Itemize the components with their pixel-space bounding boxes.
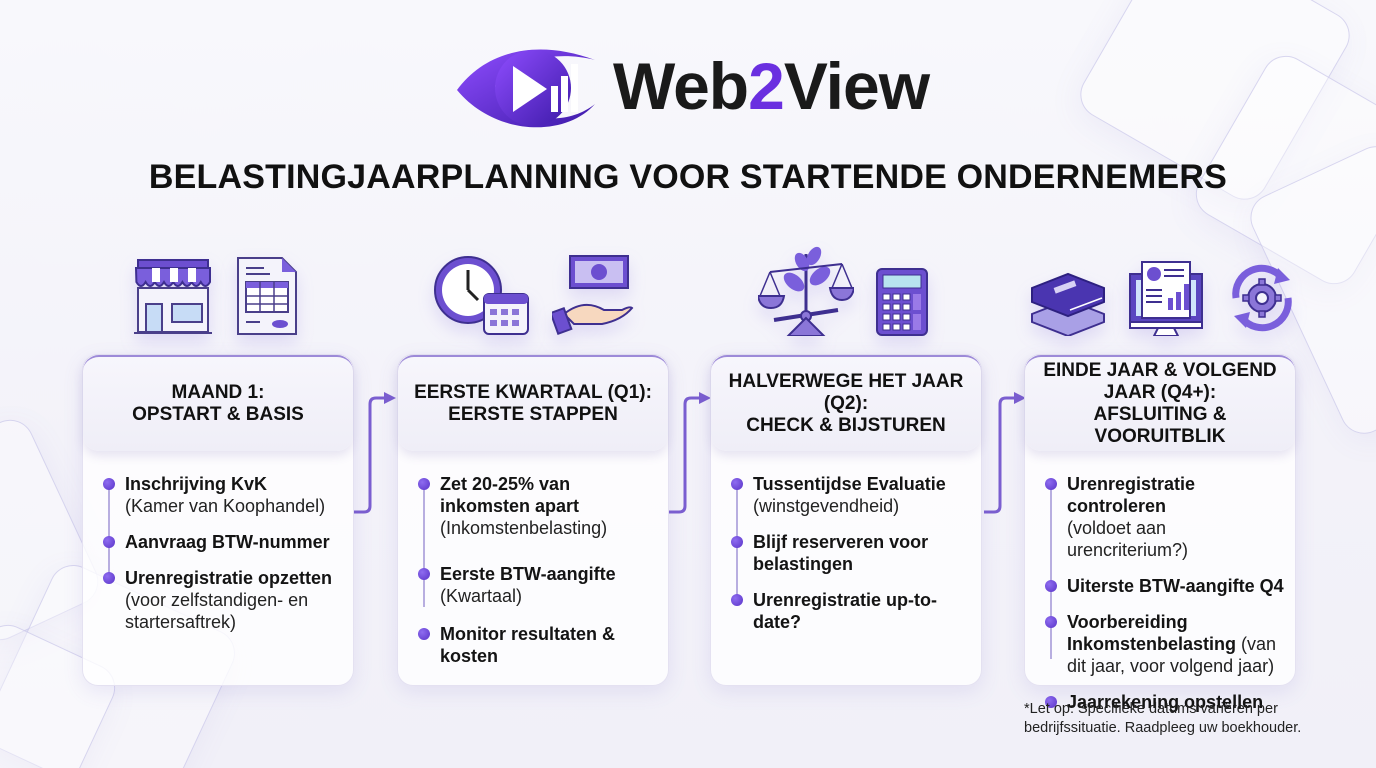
phase-card-3: HALVERWEGE HET JAAR (Q2): CHECK & BIJSTU… (710, 354, 982, 686)
list-item: Urenregistratie up-to-date? (731, 589, 971, 633)
phase-checklist: Zet 20-25% van inkomsten apart (Inkomste… (418, 473, 658, 681)
bullet-dot-icon (731, 478, 743, 490)
bullet-dot-icon (731, 536, 743, 548)
disclaimer-footnote: *Let op: Specifieke datums variëren per … (1024, 701, 1302, 736)
timeline-line (1050, 483, 1052, 659)
gear-refresh-icon (1232, 264, 1292, 332)
phase-3-icons (758, 240, 928, 336)
phase-4-icons (1030, 240, 1298, 336)
phase-card-2: EERSTE KWARTAAL (Q1): EERSTE STAPPEN Zet… (397, 354, 669, 686)
phase-card-header: EINDE JAAR & VOLGEND JAAR (Q4+): AFSLUIT… (1025, 355, 1295, 451)
clock-calendar-icon (434, 256, 529, 335)
list-item: Urenregistratie controleren(voldoet aan … (1045, 473, 1285, 561)
monitor-report-icon (1129, 261, 1203, 336)
bullet-dot-icon (1045, 616, 1057, 628)
bullet-dot-icon (418, 478, 430, 490)
phase-title: EINDE JAAR & VOLGEND JAAR (Q4+): AFSLUIT… (1043, 360, 1277, 447)
phase-1-icons (132, 240, 298, 336)
page-title: BELASTINGJAARPLANNING VOOR STARTENDE OND… (148, 158, 1228, 196)
phase-2-icons (432, 240, 634, 336)
flow-arrow-1-2 (354, 392, 396, 514)
list-item: Zet 20-25% van inkomsten apart (Inkomste… (418, 473, 658, 539)
eye-play-chart-icon (457, 49, 595, 128)
phase-title: EERSTE KWARTAAL (Q1): EERSTE STAPPEN (414, 382, 652, 425)
list-item: Aanvraag BTW-nummer (103, 531, 343, 553)
phase-title: HALVERWEGE HET JAAR (Q2): CHECK & BIJSTU… (728, 371, 964, 436)
calculator-icon (876, 268, 928, 336)
list-item: Voorbereiding Inkomstenbelasting (van di… (1045, 611, 1285, 677)
document-table-icon (237, 257, 297, 335)
list-item: Blijf reserveren voor belastingen (731, 531, 971, 575)
flow-arrow-3-4 (984, 392, 1026, 514)
phase-card-header: MAAND 1: OPSTART & BASIS (83, 355, 353, 451)
bullet-dot-icon (731, 594, 743, 606)
bullet-dot-icon (1045, 478, 1057, 490)
bullet-dot-icon (418, 568, 430, 580)
bullet-dot-icon (1045, 696, 1057, 708)
list-item: Eerste BTW-aangifte(Kwartaal) (418, 563, 658, 607)
list-item: Monitor resultaten & kosten (418, 623, 658, 667)
brand-logo: Web2View (455, 38, 930, 134)
timeline-line (108, 483, 110, 575)
balance-scale-plant-icon (758, 246, 854, 336)
phase-card-header: HALVERWEGE HET JAAR (Q2): CHECK & BIJSTU… (711, 355, 981, 451)
phase-checklist: Tussentijdse Evaluatie(winstgevendheid) … (731, 473, 971, 647)
money-hand-icon (552, 255, 634, 336)
bullet-dot-icon (103, 572, 115, 584)
phase-title: MAAND 1: OPSTART & BASIS (132, 382, 304, 425)
phase-card-1: MAAND 1: OPSTART & BASIS Inschrijving Kv… (82, 354, 354, 686)
phase-checklist: Urenregistratie controleren(voldoet aan … (1045, 473, 1285, 727)
list-item: Inschrijving KvK(Kamer van Koophandel) (103, 473, 343, 517)
list-item: Uiterste BTW-aangifte Q4 (1045, 575, 1285, 597)
bullet-dot-icon (103, 536, 115, 548)
books-icon (1031, 272, 1105, 336)
storefront-icon (134, 259, 212, 334)
flow-arrow-2-3 (669, 392, 711, 514)
bullet-dot-icon (418, 628, 430, 640)
phase-card-header: EERSTE KWARTAAL (Q1): EERSTE STAPPEN (398, 355, 668, 451)
list-item: Jaarrekening opstellen (1045, 691, 1285, 713)
phase-checklist: Inschrijving KvK(Kamer van Koophandel) A… (103, 473, 343, 647)
bullet-dot-icon (103, 478, 115, 490)
phase-card-4: EINDE JAAR & VOLGEND JAAR (Q4+): AFSLUIT… (1024, 354, 1296, 712)
bullet-dot-icon (1045, 580, 1057, 592)
brand-name: Web2View (613, 49, 930, 123)
list-item: Tussentijdse Evaluatie(winstgevendheid) (731, 473, 971, 517)
list-item: Urenregistratie opzetten(voor zelfstandi… (103, 567, 343, 633)
timeline-line (423, 483, 425, 607)
